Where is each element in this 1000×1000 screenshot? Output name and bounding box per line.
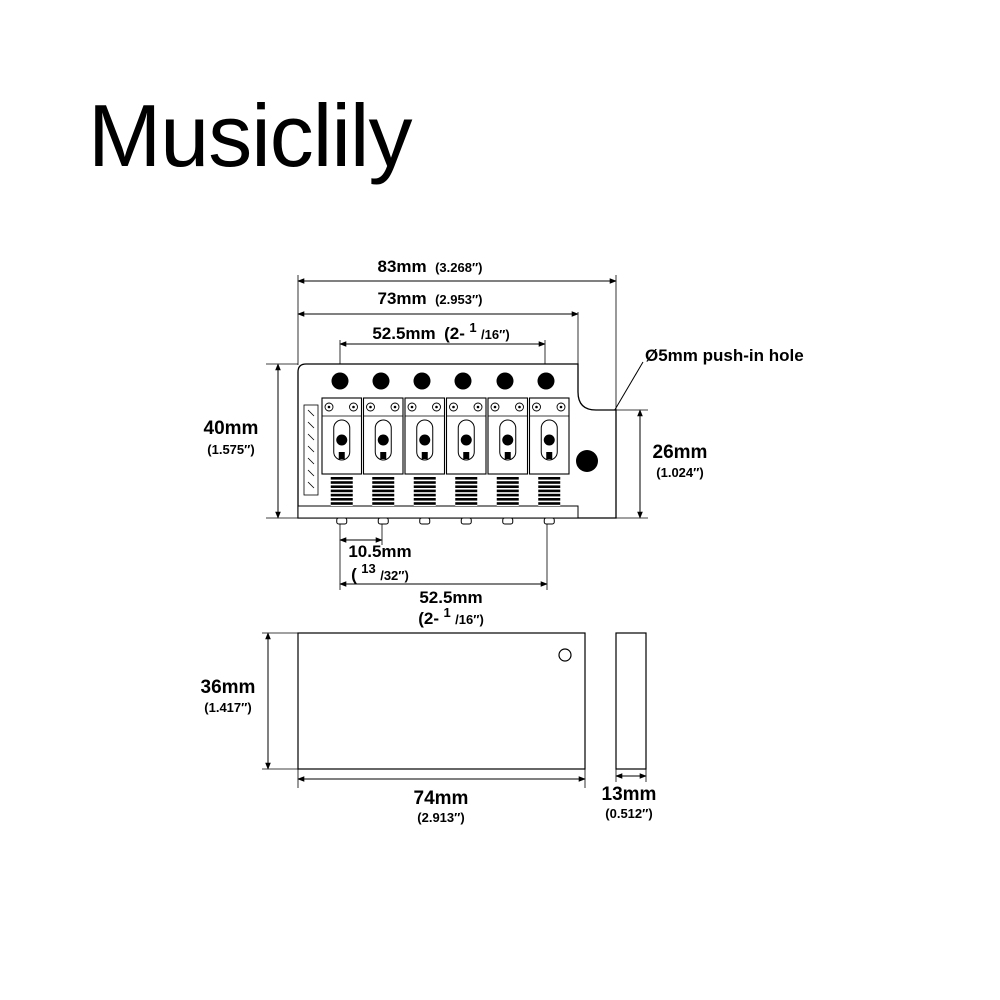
screw-hole	[496, 372, 514, 390]
saddle-spring	[372, 476, 395, 506]
label-74mm-inch: (2.913″)	[417, 810, 464, 825]
label-push-hole: Ø5mm push-in hole	[645, 346, 804, 365]
screw-hole	[413, 372, 431, 390]
screw-tip	[336, 517, 348, 525]
screw-hole	[372, 372, 390, 390]
intonation-screw-tips	[336, 517, 555, 525]
push-in-hole	[576, 450, 598, 472]
label-36mm: 36mm	[201, 677, 256, 698]
label-73mm: 73mm (2.953″)	[377, 289, 482, 308]
label-40mm: 40mm	[204, 418, 259, 439]
tremolo-block-side	[615, 632, 647, 770]
label-10-5mm-inch: ( 13 /32″)	[351, 560, 409, 584]
screw-hole	[537, 372, 555, 390]
block-hole	[558, 648, 572, 662]
label-74mm: 74mm	[414, 788, 469, 809]
screw-tip	[543, 517, 555, 525]
saddle	[445, 397, 487, 506]
saddle	[487, 397, 529, 506]
bridge-rear-lip	[297, 505, 579, 519]
saddle-spring	[496, 476, 519, 506]
bridge-logo-mark	[303, 404, 319, 496]
label-52-5mm-bottom-inch: (2- 1 /16″)	[418, 604, 484, 628]
saddle-spring	[330, 476, 353, 506]
saddle-spring	[538, 476, 561, 506]
label-13mm: 13mm	[602, 784, 657, 805]
screw-hole	[454, 372, 472, 390]
saddle-spring	[455, 476, 478, 506]
brand-title: Musiclily	[88, 86, 412, 185]
screw-tip	[502, 517, 514, 525]
label-36mm-inch: (1.417″)	[204, 700, 251, 715]
saddle	[404, 397, 446, 506]
saddle	[528, 397, 570, 506]
saddle	[362, 397, 404, 506]
screw-tip	[460, 517, 472, 525]
label-52-5mm-top: 52.5mm (2- 1 /16″)	[372, 319, 509, 343]
saddle-spring	[413, 476, 436, 506]
label-26mm-inch: (1.024″)	[656, 465, 703, 480]
mounting-screw-holes	[331, 372, 555, 390]
tremolo-block-front	[297, 632, 586, 770]
label-40mm-inch: (1.575″)	[207, 442, 254, 457]
screw-tip	[419, 517, 431, 525]
saddle	[321, 397, 363, 506]
saddles	[321, 397, 570, 506]
label-52-5mm-bottom: 52.5mm	[419, 588, 482, 607]
screw-hole	[331, 372, 349, 390]
label-26mm: 26mm	[653, 442, 708, 463]
label-10-5mm: 10.5mm	[348, 542, 411, 561]
dimension-lines	[265, 278, 647, 782]
screw-tip	[377, 517, 389, 525]
label-83mm: 83mm (3.268″)	[377, 257, 482, 276]
label-13mm-inch: (0.512″)	[605, 806, 652, 821]
